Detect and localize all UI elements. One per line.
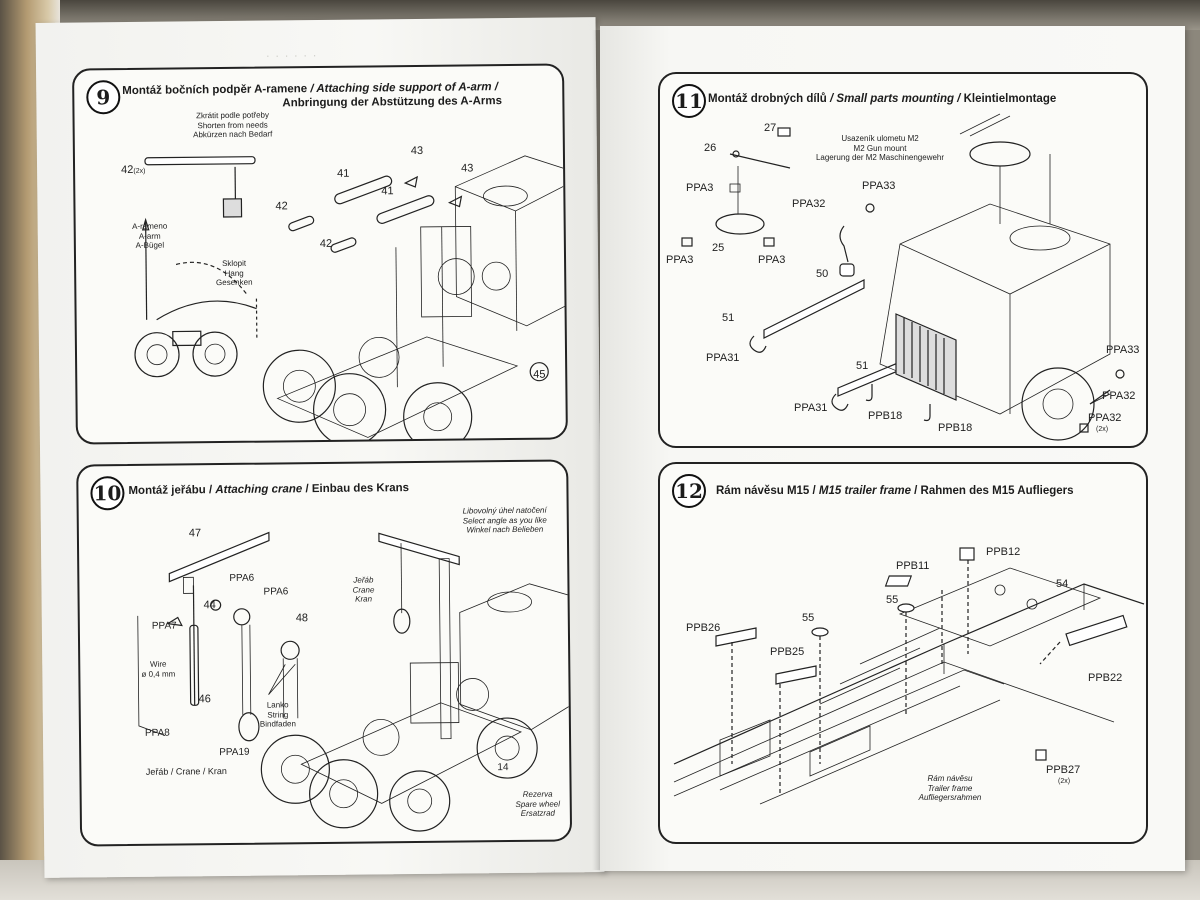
part-55-label-a: 55 — [886, 594, 899, 606]
part-ppa3-label-a: PPA3 — [686, 182, 714, 194]
part-ppa31-label-b: PPA31 — [794, 402, 828, 414]
step-10-panel: 10 Montáž jeřábu / Attaching crane / Ein… — [76, 459, 573, 847]
step-11-title-en: / Small parts mounting / — [830, 93, 961, 105]
step-12-title-en: M15 trailer frame — [818, 485, 911, 497]
step-9-panel: 9 Montáž bočních podpěr A-ramene / Attac… — [72, 63, 568, 445]
part-ppa32-label-c: PPA32 — [1088, 412, 1122, 424]
part-26-label: 26 — [704, 142, 717, 154]
step-11-title-de: Kleintielmontage — [963, 93, 1057, 105]
part-ppa31-label-a: PPA31 — [706, 352, 740, 364]
step-11-number: 11 — [672, 84, 706, 118]
gun-note-de: Lagerung der M2 Maschinengewehr — [815, 153, 945, 162]
trailer-frame-note: Rám návěsu Trailer frame Aufliegersrahme… — [900, 774, 1000, 803]
part-ppb26-label: PPB26 — [686, 622, 721, 634]
step-12-panel: 12 Rám návěsu M15 / M15 trailer frame / … — [658, 462, 1148, 844]
part-55-label-b: 55 — [802, 612, 815, 624]
part-25-label: 25 — [712, 242, 725, 254]
part-qty-2x: (2x) — [1096, 426, 1109, 433]
step-12-title-de: / Rahmen des M15 Aufliegers — [914, 485, 1074, 497]
instruction-page-right: 11 Montáž drobných dílů / Small parts mo… — [600, 26, 1185, 871]
part-54-label: 54 — [1056, 578, 1069, 590]
step-11-title-cz: Montáž drobných dílů — [708, 93, 827, 105]
step-10-drawing — [137, 531, 571, 832]
step-12-title: Rám návěsu M15 / M15 trailer frame / Rah… — [716, 484, 1074, 498]
step-12-title-cz: Rám návěsu M15 / — [716, 485, 816, 497]
part-ppa32-label-b: PPA32 — [1102, 390, 1136, 402]
step-11-title: Montáž drobných dílů / Small parts mount… — [708, 92, 1056, 106]
part-ppa3-label-c: PPA3 — [758, 254, 786, 266]
part-ppa33-label-b: PPA33 — [1106, 344, 1140, 356]
part-ppb27-label: PPB27 — [1046, 764, 1081, 776]
part-qty-2x: (2x) — [1058, 778, 1071, 785]
part-ppa3-label-b: PPA3 — [666, 254, 694, 266]
part-51-label-b: 51 — [856, 360, 869, 372]
step-12-number: 12 — [672, 474, 706, 508]
part-27-label: 27 — [764, 122, 777, 134]
part-ppb18-label-a: PPB18 — [868, 410, 903, 422]
part-ppa33-label-a: PPA33 — [862, 180, 896, 192]
part-ppb22-label: PPB22 — [1088, 672, 1123, 684]
gun-mount-note: Usazeník ulometu M2 M2 Gun mount Lagerun… — [810, 134, 950, 163]
frame-note-en: Trailer frame — [927, 783, 973, 793]
gun-note-cz: Usazeník ulometu M2 — [841, 134, 919, 143]
step-12-drawing — [673, 547, 1145, 805]
part-51-label-a: 51 — [722, 312, 735, 324]
bleed-through-text: · · · · · · — [265, 48, 318, 63]
frame-note-cz: Rám návěsu — [927, 774, 973, 783]
step-11-panel: 11 Montáž drobných dílů / Small parts mo… — [658, 72, 1148, 448]
part-ppb11-label: PPB11 — [896, 560, 930, 572]
part-ppa32-label-a: PPA32 — [792, 198, 826, 210]
part-50-label: 50 — [816, 268, 829, 280]
part-ppb12-label: PPB12 — [986, 546, 1021, 558]
part-ppb18-label-b: PPB18 — [938, 422, 973, 434]
step-9-drawing — [134, 155, 566, 443]
frame-note-de: Aufliegersrahmen — [918, 793, 982, 802]
part-ppb25-label: PPB25 — [770, 646, 805, 658]
step-11-drawing — [681, 113, 1125, 441]
gun-note-en: M2 Gun mount — [853, 143, 907, 153]
instruction-page-left: · · · · · · 9 Montáž bočních podpěr A-ra… — [35, 17, 605, 878]
